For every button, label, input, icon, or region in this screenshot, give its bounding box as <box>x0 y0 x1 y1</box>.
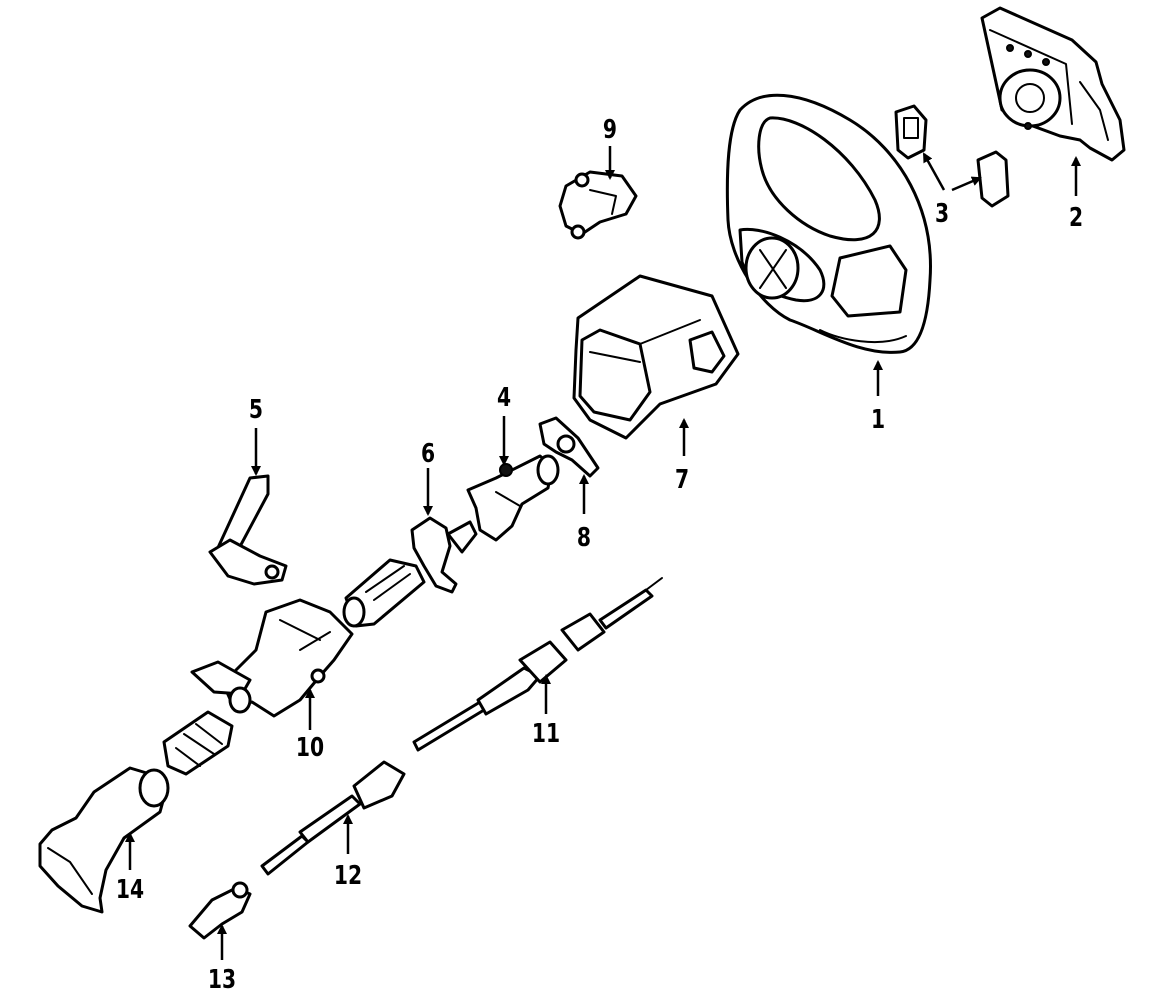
callout-5: 5 <box>249 395 263 425</box>
column-jacket <box>190 598 354 718</box>
callout-11: 11 <box>532 719 560 749</box>
column-shroud <box>572 274 740 440</box>
cancel-cam <box>538 416 600 478</box>
column-bracket <box>410 516 478 594</box>
universal-joint <box>188 881 252 940</box>
callout-10: 10 <box>296 733 324 763</box>
lower-shaft <box>260 760 406 876</box>
column-boot <box>38 766 170 914</box>
steering-shaft <box>412 577 663 752</box>
column-sleeve <box>342 558 426 628</box>
column-coupler <box>162 710 234 776</box>
airbag-module <box>980 6 1126 162</box>
leader-arrows <box>125 146 1081 960</box>
shift-linkage <box>208 474 288 586</box>
lock-housing <box>466 454 560 542</box>
steering-wheel <box>725 93 932 354</box>
callout-9: 9 <box>603 115 617 145</box>
callout-6: 6 <box>421 439 435 469</box>
horn-switches <box>894 104 1010 208</box>
callout-7: 7 <box>675 465 689 495</box>
callout-12: 12 <box>334 861 362 891</box>
callout-1: 1 <box>871 405 885 435</box>
callout-2: 2 <box>1069 203 1083 233</box>
switch-assembly <box>558 170 638 240</box>
callout-14: 14 <box>116 875 144 905</box>
callout-3: 3 <box>935 199 949 229</box>
callout-8: 8 <box>577 523 591 553</box>
callout-4: 4 <box>497 383 511 413</box>
callout-13: 13 <box>208 965 236 995</box>
